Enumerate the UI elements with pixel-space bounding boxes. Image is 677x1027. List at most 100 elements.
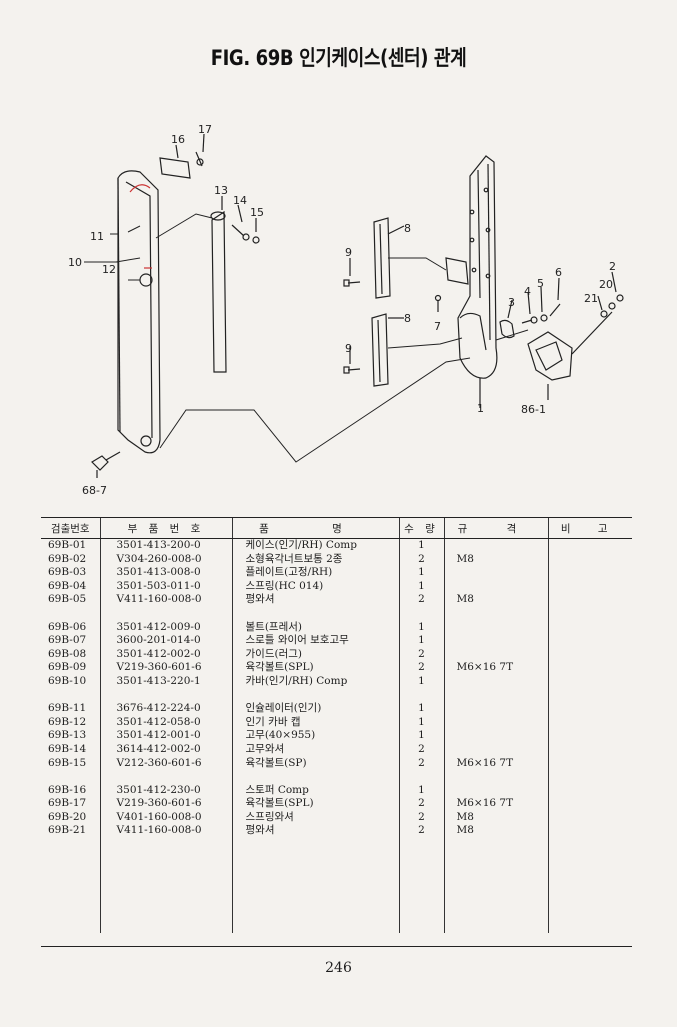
cell-part-number: V219-360-601-6 — [99, 661, 232, 675]
cell-part-number: 3501-413-200-0 — [99, 538, 232, 553]
cell-remarks — [547, 552, 632, 567]
cell-part-number: 3501-412-230-0 — [99, 783, 232, 798]
cell-part-name: 가이드(러그) — [231, 647, 399, 662]
cell-quantity: 1 — [398, 729, 444, 743]
cell-spec — [443, 674, 548, 689]
cell-remarks — [547, 783, 632, 798]
cell-part-name: 평와셔 — [231, 593, 399, 607]
cell-part-number: 3501-412-002-0 — [99, 647, 232, 662]
cell-part-name: 고무(40×955) — [231, 729, 399, 743]
header-part-name: 품 명 — [231, 517, 399, 539]
cell-spec — [443, 620, 548, 635]
cell-remarks — [547, 824, 632, 839]
cell-part-number: 3501-412-001-0 — [99, 729, 232, 743]
cell-quantity: 2 — [398, 647, 444, 662]
callout-14: 14 — [233, 194, 247, 207]
cell-remarks — [547, 579, 632, 594]
cell-quantity: 1 — [398, 783, 444, 798]
callout-3: 3 — [508, 296, 515, 309]
cell-part-name: 고무와셔 — [231, 742, 399, 757]
cell-part-name: 플레이트(고정/RH) — [231, 566, 399, 580]
cell-part-name: 카바(인기/RH) Comp — [231, 674, 399, 689]
cell-part-number: 3501-413-220-1 — [99, 674, 232, 689]
plate-spring-illustration — [499, 277, 561, 339]
cell-part-name: 볼트(프레서) — [231, 620, 399, 635]
cell-part-name: 스로틀 와이어 보호고무 — [231, 634, 399, 648]
stopper-illustration — [159, 133, 205, 179]
cell-row-index: 69B-05 — [48, 593, 87, 606]
cell-part-name: 스프링(HC 014) — [231, 579, 399, 594]
callout-4: 4 — [524, 285, 531, 298]
cell-remarks — [547, 756, 632, 771]
callout-20: 20 — [599, 278, 613, 291]
cell-part-number: 3501-503-011-0 — [99, 579, 232, 594]
table-bottom-rule — [41, 946, 632, 947]
cell-part-name: 인슐레이터(인기) — [231, 702, 399, 716]
cell-spec — [443, 702, 548, 716]
cell-remarks — [547, 566, 632, 580]
cell-remarks — [547, 715, 632, 730]
cell-part-name: 육각볼트(SPL) — [231, 661, 399, 675]
assembly-leader-lines — [84, 213, 529, 463]
cover-part-illustration — [117, 170, 161, 454]
callout-68-7: 68-7 — [82, 484, 107, 497]
bolt-illustration — [91, 451, 121, 478]
callout-8-lower: 8 — [404, 312, 411, 325]
cell-part-number: V411-160-008-0 — [99, 593, 232, 607]
cell-row-index: 69B-02 — [48, 552, 87, 565]
cell-spec — [443, 715, 548, 730]
cell-spec: M8 — [443, 552, 548, 567]
cell-part-number: 3501-413-008-0 — [99, 566, 232, 580]
cell-row-index: 69B-06 — [48, 620, 87, 633]
callout-16: 16 — [171, 133, 185, 146]
cell-quantity: 2 — [398, 742, 444, 757]
cell-row-index: 69B-03 — [48, 566, 87, 579]
cell-part-number: V304-260-008-0 — [99, 552, 232, 567]
cell-spec: M6×16 7T — [443, 661, 548, 675]
cell-spec: M6×16 7T — [443, 797, 548, 811]
main-case-illustration — [445, 155, 498, 408]
cell-spec — [443, 783, 548, 798]
cell-remarks — [547, 742, 632, 757]
cell-quantity: 1 — [398, 634, 444, 648]
cell-row-index: 69B-09 — [48, 661, 87, 674]
callout-11: 11 — [90, 230, 104, 243]
callout-15: 15 — [250, 206, 264, 219]
cell-part-number: 3501-412-058-0 — [99, 715, 232, 730]
cell-quantity: 2 — [398, 810, 444, 825]
table-header-row: 검출번호 부 품 번 호 품 명 수 량 규 격 비 고 — [41, 517, 632, 539]
callout-9-lower: 9 — [345, 342, 352, 355]
cell-quantity: 2 — [398, 824, 444, 839]
empty-row — [41, 878, 632, 893]
callout-12: 12 — [102, 263, 116, 276]
callout-21: 21 — [584, 292, 598, 305]
cell-spec — [443, 742, 548, 757]
callout-86-1: 86-1 — [521, 403, 546, 416]
cell-remarks — [547, 797, 632, 811]
callout-5: 5 — [537, 277, 544, 290]
callout-1: 1 — [477, 402, 484, 415]
cell-row-index: 69B-14 — [48, 742, 87, 755]
cell-quantity: 2 — [398, 756, 444, 771]
cell-part-name: 소형육각너트보통 2종 — [231, 552, 399, 567]
callout-9-upper: 9 — [345, 246, 352, 259]
cell-quantity: 2 — [398, 593, 444, 607]
callout-10: 10 — [68, 256, 82, 269]
header-part-number: 부 품 번 호 — [99, 517, 232, 539]
cell-quantity: 2 — [398, 661, 444, 675]
cell-quantity: 2 — [398, 797, 444, 811]
empty-row — [41, 865, 632, 879]
